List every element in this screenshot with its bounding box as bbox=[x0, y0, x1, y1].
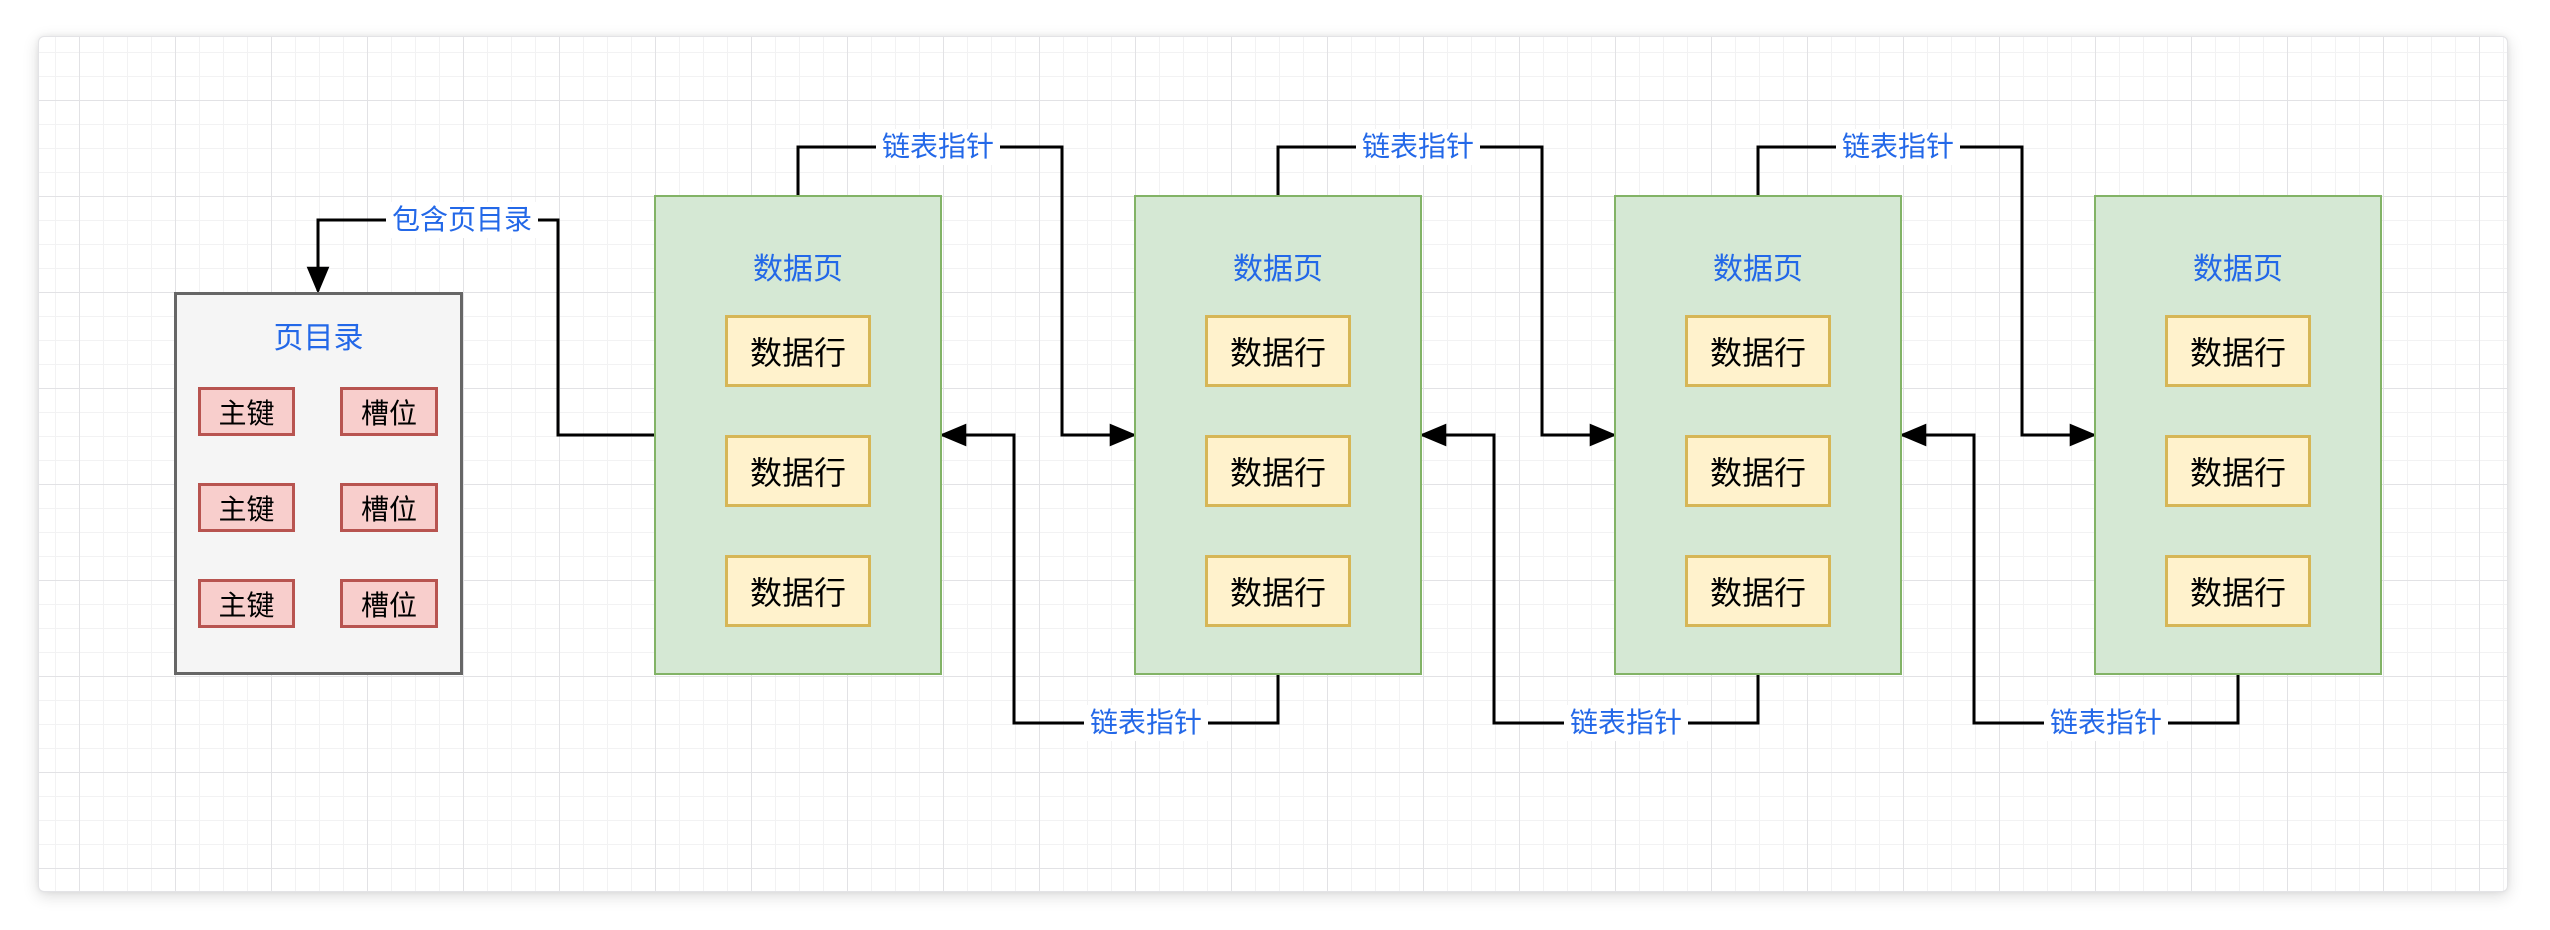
data-row-box: 数据行 bbox=[1205, 315, 1351, 387]
data-page-title: 数据页 bbox=[753, 253, 843, 286]
data-row-box: 数据行 bbox=[725, 435, 871, 507]
slot-box: 槽位 bbox=[340, 579, 438, 628]
data-row-box: 数据行 bbox=[1205, 555, 1351, 627]
slot-box: 槽位 bbox=[340, 387, 438, 436]
data-page-title: 数据页 bbox=[2193, 253, 2283, 286]
data-row-box: 数据行 bbox=[1205, 435, 1351, 507]
data-row-box: 数据行 bbox=[1685, 435, 1831, 507]
edge-label-linked-list-top-1: 链表指针 bbox=[875, 129, 1001, 165]
primary-key-box: 主键 bbox=[198, 387, 295, 436]
edge-label-linked-list-bottom-2: 链表指针 bbox=[1563, 705, 1689, 741]
edge-label-linked-list-bottom-3: 链表指针 bbox=[2043, 705, 2169, 741]
primary-key-box: 主键 bbox=[198, 579, 295, 628]
edge-label-linked-list-top-2: 链表指针 bbox=[1355, 129, 1481, 165]
page-directory-title: 页目录 bbox=[273, 322, 364, 355]
edge-label-contains-directory: 包含页目录 bbox=[385, 202, 539, 238]
slot-box: 槽位 bbox=[340, 483, 438, 532]
data-page-title: 数据页 bbox=[1713, 253, 1803, 286]
data-row-box: 数据行 bbox=[2165, 555, 2311, 627]
data-row-box: 数据行 bbox=[725, 555, 871, 627]
primary-key-box: 主键 bbox=[198, 483, 295, 532]
data-row-box: 数据行 bbox=[725, 315, 871, 387]
edge-label-linked-list-top-3: 链表指针 bbox=[1835, 129, 1961, 165]
edge-label-linked-list-bottom-1: 链表指针 bbox=[1083, 705, 1209, 741]
data-row-box: 数据行 bbox=[1685, 315, 1831, 387]
data-row-box: 数据行 bbox=[1685, 555, 1831, 627]
data-page-title: 数据页 bbox=[1233, 253, 1323, 286]
data-row-box: 数据行 bbox=[2165, 435, 2311, 507]
data-row-box: 数据行 bbox=[2165, 315, 2311, 387]
